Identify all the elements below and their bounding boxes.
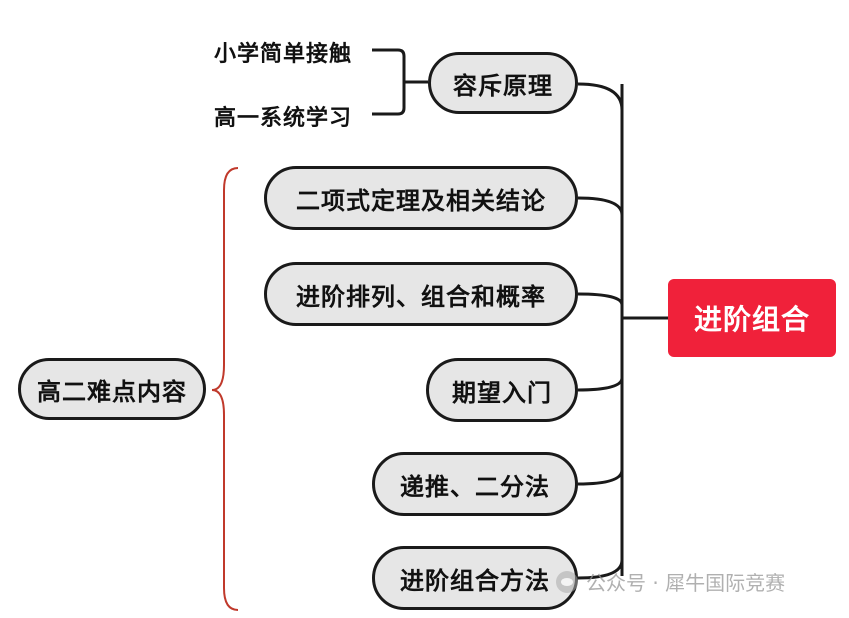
watermark: 公众号 · 犀牛国际竞赛 [556,567,785,596]
sub-items-bracket [372,48,406,116]
sub-item-primary: 小学简单接触 [214,42,353,67]
wechat-icon [556,570,578,593]
node-topic-binomial: 二项式定理及相关结论 [264,166,578,230]
node-topic-expectation: 期望入门 [426,358,578,422]
node-grade11-difficult: 高二难点内容 [18,358,206,420]
node-topic-advanced-permutation: 进阶排列、组合和概率 [264,262,578,326]
branch-topic-5 [577,559,624,580]
node-inclusion-exclusion: 容斥原理 [428,52,578,114]
watermark-text: 公众号 · 犀牛国际竞赛 [586,571,786,595]
branch-topic-4 [577,469,624,486]
group-brace [211,167,239,611]
branch-topic-1 [577,196,624,216]
branch-topic-2 [577,292,624,306]
branch-inclusion [577,82,624,111]
branch-topic-3 [577,377,624,392]
node-topic-recursion: 递推、二分法 [372,452,578,516]
root-node: 进阶组合 [668,279,836,357]
node-topic-combinatorics-methods: 进阶组合方法 [372,546,578,610]
sub-item-grade10: 高一系统学习 [214,106,353,131]
